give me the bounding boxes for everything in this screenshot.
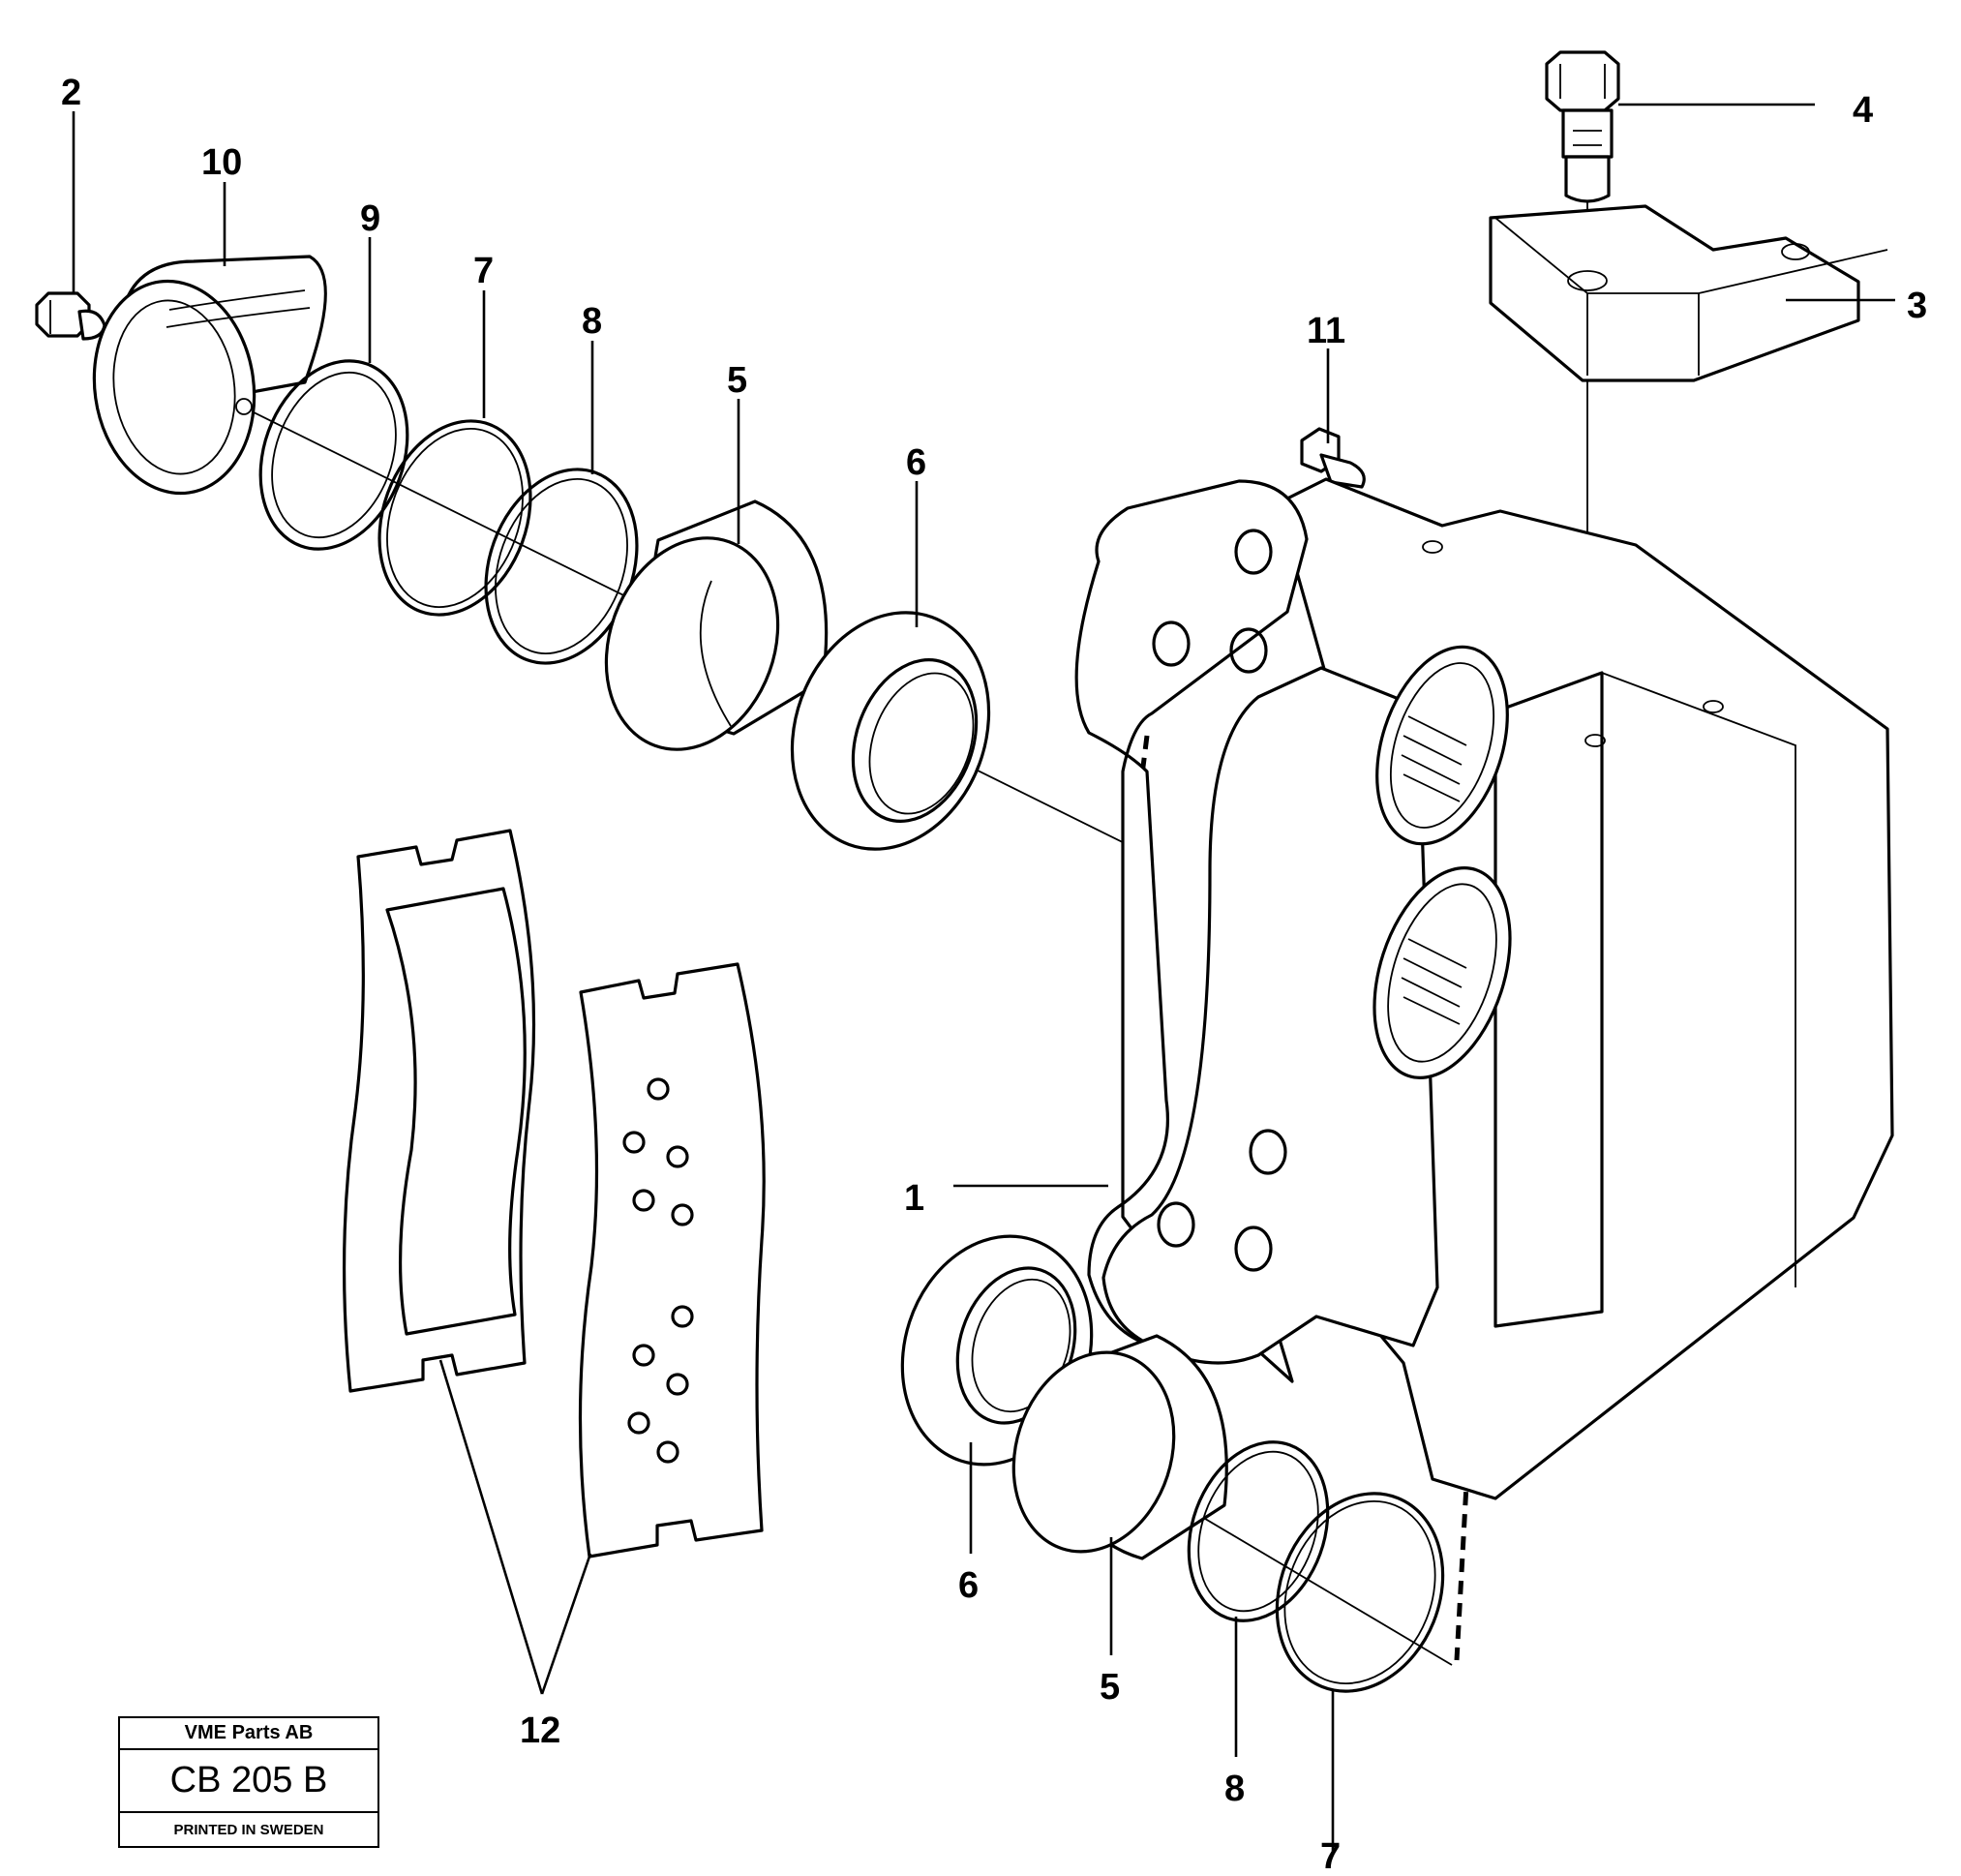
callout-5-upper: 5 [727, 360, 747, 401]
callout-7-upper: 7 [473, 251, 494, 291]
part-dust-seal-upper [790, 611, 991, 851]
callout-9: 9 [360, 198, 380, 239]
title-stamp: VME Parts AB CB 205 B PRINTED IN SWEDEN [118, 1716, 379, 1848]
part-o-ring-7-upper [377, 419, 532, 617]
callout-1: 1 [904, 1178, 924, 1219]
callout-3: 3 [1907, 286, 1927, 326]
part-clamp-plate [1489, 204, 1888, 382]
callout-6-lower: 6 [958, 1565, 979, 1606]
callout-labels: 2 10 9 7 8 5 6 11 4 3 1 6 5 8 7 12 [61, 73, 1927, 1876]
callout-11: 11 [1307, 311, 1345, 351]
part-o-ring-7-lower [1275, 1492, 1445, 1693]
part-cylinder-cover [92, 255, 327, 496]
callout-5-lower: 5 [1100, 1667, 1120, 1708]
callout-6-upper: 6 [906, 442, 926, 483]
callout-10: 10 [201, 142, 242, 183]
callout-7-lower: 7 [1320, 1836, 1341, 1876]
part-piston-upper [604, 499, 829, 751]
callout-8-lower: 8 [1224, 1769, 1245, 1809]
part-seal-ring-9 [258, 359, 409, 551]
part-grease-nipple [1300, 427, 1366, 489]
callout-12: 12 [520, 1710, 560, 1751]
stamp-company: VME Parts AB [120, 1718, 377, 1750]
part-piston-lower [1011, 1334, 1228, 1560]
part-bolt [1545, 50, 1620, 203]
callout-8-upper: 8 [582, 301, 602, 342]
part-bleed-screw [35, 291, 106, 341]
part-caliper-housing [1074, 477, 1894, 1500]
part-brake-pads [342, 829, 766, 1558]
callout-4: 4 [1853, 90, 1873, 131]
stamp-printed: PRINTED IN SWEDEN [173, 1821, 324, 1838]
leader-lines [72, 103, 1895, 1854]
callout-2: 2 [61, 73, 81, 113]
stamp-code: CB 205 B [120, 1750, 377, 1813]
part-ring-8-lower [1187, 1440, 1330, 1622]
